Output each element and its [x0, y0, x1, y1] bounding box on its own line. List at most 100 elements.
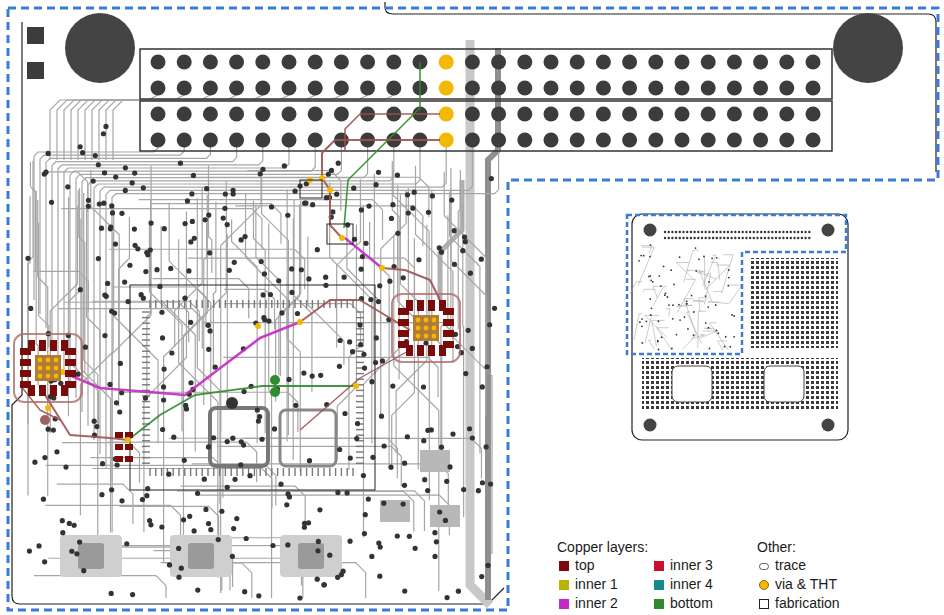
via — [406, 210, 411, 215]
header-pin — [734, 237, 736, 239]
signal-trace — [223, 357, 438, 397]
via — [41, 497, 46, 502]
header-pin — [767, 237, 769, 239]
chip-pad — [207, 468, 208, 476]
chip-pad — [356, 339, 364, 340]
via — [378, 544, 383, 549]
via — [270, 543, 275, 548]
via — [203, 507, 208, 512]
pad — [27, 27, 44, 44]
header-pin — [255, 107, 270, 122]
via — [387, 279, 392, 284]
chip-pad — [213, 300, 214, 308]
legend-label: inner 1 — [575, 576, 618, 593]
via — [658, 320, 660, 322]
header-pin — [756, 237, 758, 239]
chip-pad — [142, 339, 150, 340]
via — [362, 365, 367, 370]
via — [110, 210, 115, 215]
signal-trace — [169, 203, 211, 437]
via — [667, 296, 669, 298]
signal-trace — [188, 258, 415, 298]
via — [189, 191, 194, 196]
chip-pad — [142, 356, 150, 357]
via — [219, 509, 224, 514]
via — [54, 358, 59, 363]
via — [439, 133, 454, 148]
header-pin — [203, 81, 218, 96]
signal-trace — [224, 289, 274, 329]
via — [132, 226, 137, 231]
via — [657, 341, 659, 343]
signal-trace — [677, 279, 696, 313]
signal-trace — [46, 172, 88, 212]
via — [405, 434, 410, 439]
header-pin — [712, 231, 714, 233]
via — [649, 256, 651, 258]
via — [663, 265, 665, 267]
header-pin — [753, 107, 768, 122]
signal-trace — [349, 206, 364, 470]
via — [439, 445, 444, 450]
top-trace — [300, 350, 410, 430]
via — [307, 458, 312, 463]
header-pin — [229, 107, 244, 122]
via — [103, 124, 108, 129]
via — [203, 217, 208, 222]
color-swatch — [559, 580, 569, 590]
via — [225, 439, 230, 444]
header-pin — [767, 231, 769, 233]
chip-pad — [306, 468, 307, 476]
header-housing — [140, 49, 832, 99]
header-pin — [675, 55, 690, 70]
via — [672, 318, 674, 320]
via — [366, 203, 371, 208]
chip-pad — [155, 468, 156, 476]
top-trace — [322, 140, 440, 238]
via — [695, 270, 697, 272]
via — [354, 436, 359, 441]
chip-pad — [271, 468, 272, 476]
via — [425, 488, 430, 493]
via — [46, 151, 51, 156]
via — [381, 501, 386, 506]
header-pin — [308, 81, 323, 96]
header-pin — [177, 133, 192, 148]
via — [302, 201, 307, 206]
top-pad — [125, 456, 133, 462]
chip-pad — [335, 300, 336, 308]
via — [241, 442, 246, 447]
header-pin — [675, 107, 690, 122]
header-pin — [779, 237, 781, 239]
via — [315, 247, 320, 252]
chip-pad — [236, 468, 237, 476]
chip-pad — [271, 300, 272, 308]
via — [323, 275, 328, 280]
via — [389, 216, 394, 221]
chip-pad — [356, 328, 364, 329]
via — [424, 326, 429, 331]
header-pin — [465, 133, 480, 148]
top-trace — [345, 114, 440, 150]
via — [695, 247, 697, 249]
chip-pad — [149, 300, 150, 308]
via — [42, 559, 47, 564]
via — [449, 197, 454, 202]
via — [395, 231, 400, 236]
header-pin — [671, 237, 673, 239]
via — [100, 461, 105, 466]
chip-pad — [178, 468, 179, 476]
top-pad — [417, 345, 424, 356]
chip-pad — [142, 446, 150, 447]
signal-trace — [721, 255, 733, 294]
via — [670, 269, 672, 271]
via — [207, 250, 212, 255]
header-pin — [701, 107, 716, 122]
via — [476, 488, 481, 493]
signal-trace — [393, 169, 429, 332]
header-pin — [203, 133, 218, 148]
via — [729, 346, 731, 348]
signal-trace — [643, 289, 655, 292]
via — [652, 281, 654, 283]
via — [43, 170, 48, 175]
